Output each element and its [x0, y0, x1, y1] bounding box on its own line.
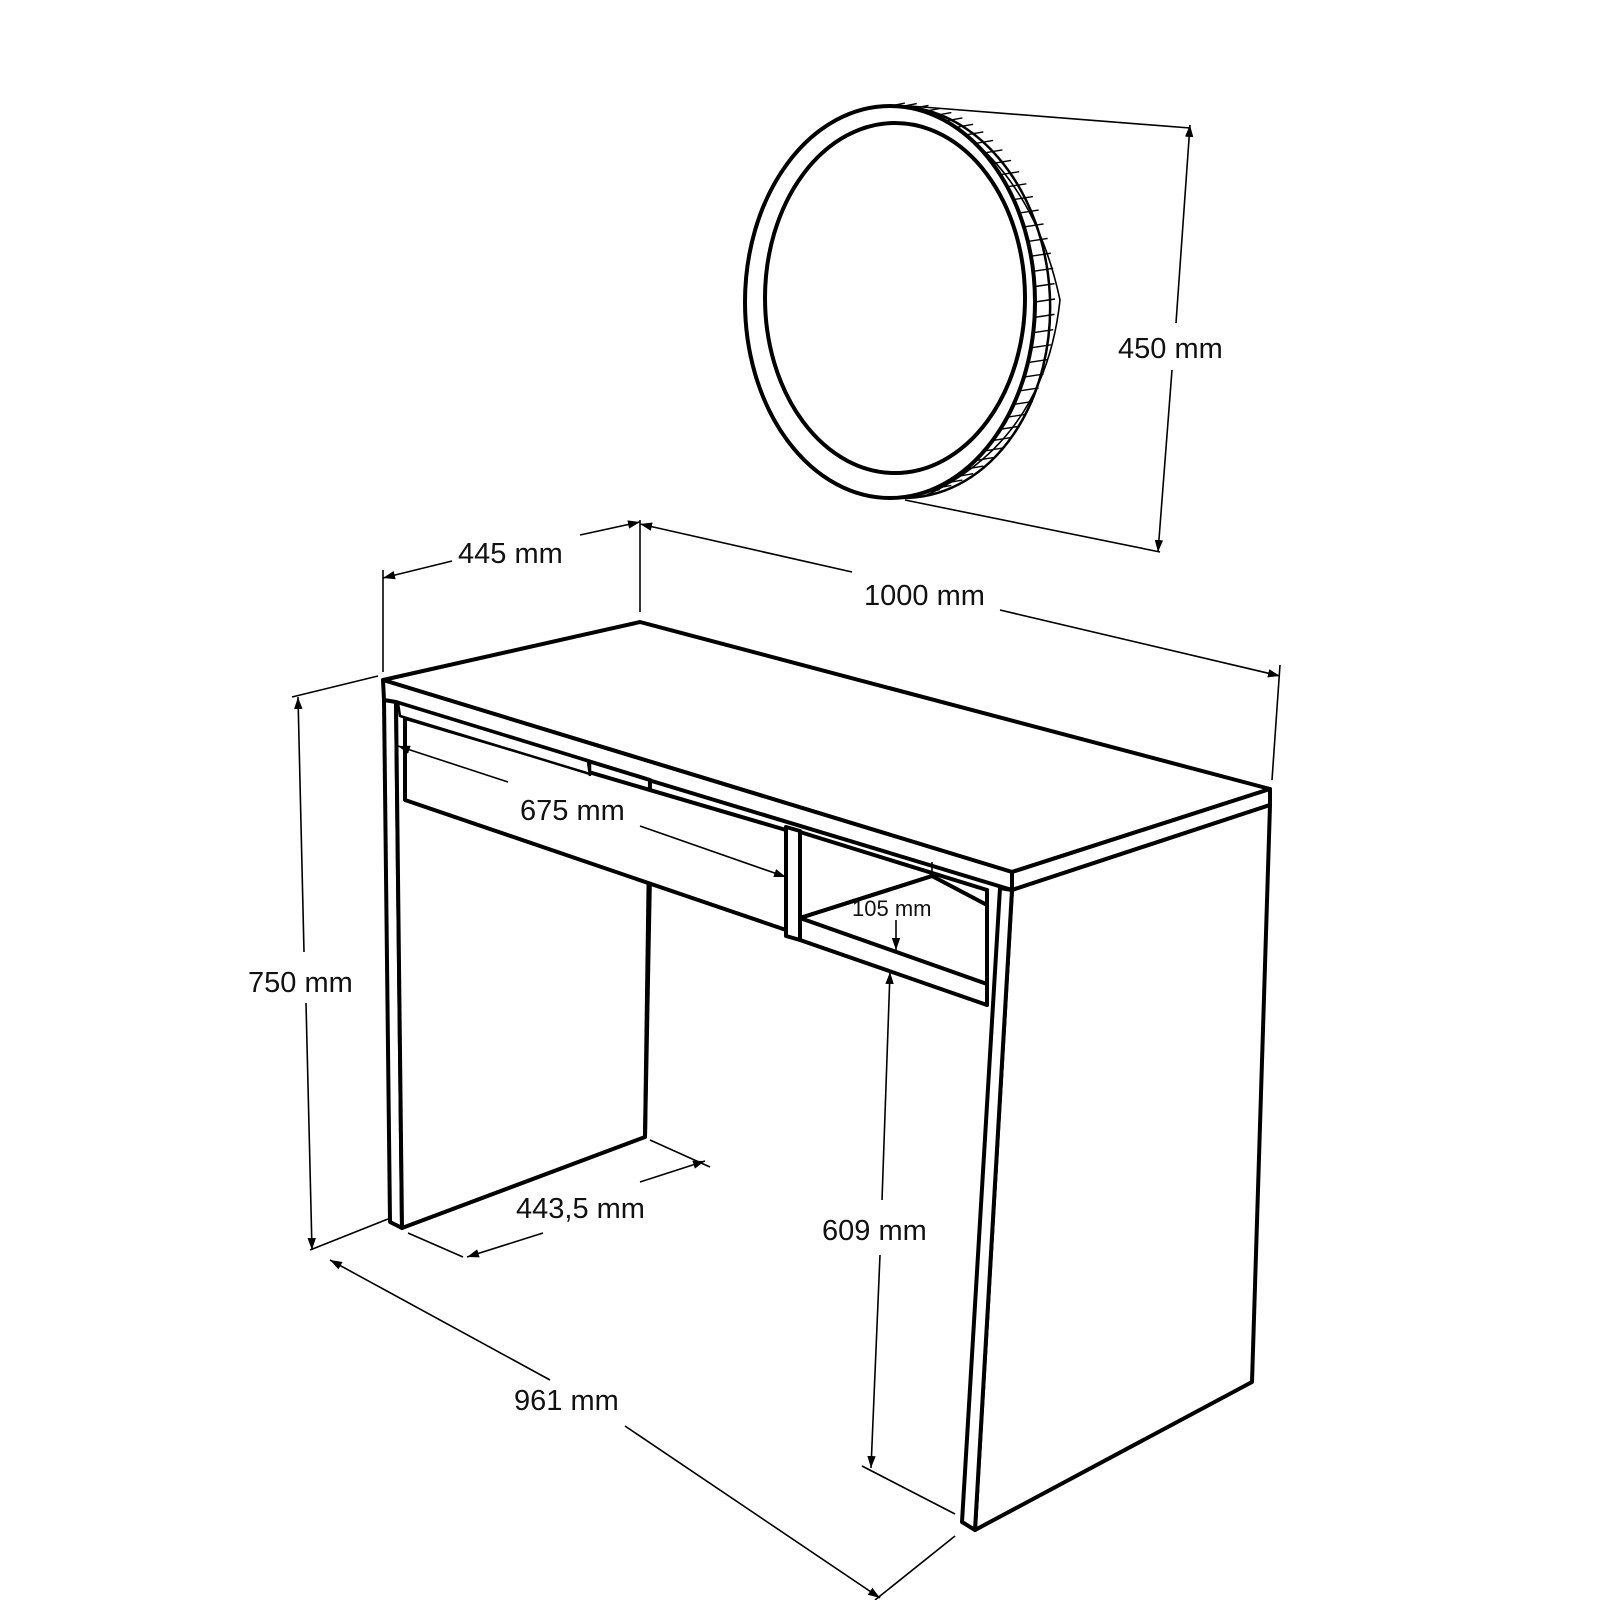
label-drawer-width: 675 mm — [520, 795, 625, 827]
dim-mirror-diameter: 450 mm — [1118, 124, 1223, 553]
dim-leg-clearance: 609 mm — [822, 971, 956, 1515]
label-desk-height: 750 mm — [248, 967, 353, 999]
dim-shelf-height: 105 mm — [852, 896, 931, 950]
label-desk-depth: 445 mm — [458, 538, 563, 570]
dim-desk-width: 1000 mm — [639, 522, 1281, 781]
desk — [381, 620, 1272, 1532]
label-leg-clearance: 609 mm — [822, 1215, 927, 1247]
dim-desk-depth: 445 mm — [382, 520, 641, 672]
label-mirror-diameter: 450 mm — [1118, 333, 1223, 365]
round-mirror — [743, 102, 1191, 553]
dim-floor-width: 961 mm — [329, 1259, 956, 1600]
dim-desk-height: 750 mm — [248, 675, 389, 1251]
label-shelf-height: 105 mm — [852, 896, 931, 921]
label-floor-width: 961 mm — [514, 1385, 619, 1417]
label-desk-width: 1000 mm — [864, 580, 985, 612]
label-leg-depth: 443,5 mm — [516, 1193, 645, 1225]
dim-leg-depth: 443,5 mm — [407, 1139, 711, 1258]
dim-drawer-width: 675 mm — [397, 745, 787, 878]
mirror-rim-ticks — [889, 102, 1056, 499]
